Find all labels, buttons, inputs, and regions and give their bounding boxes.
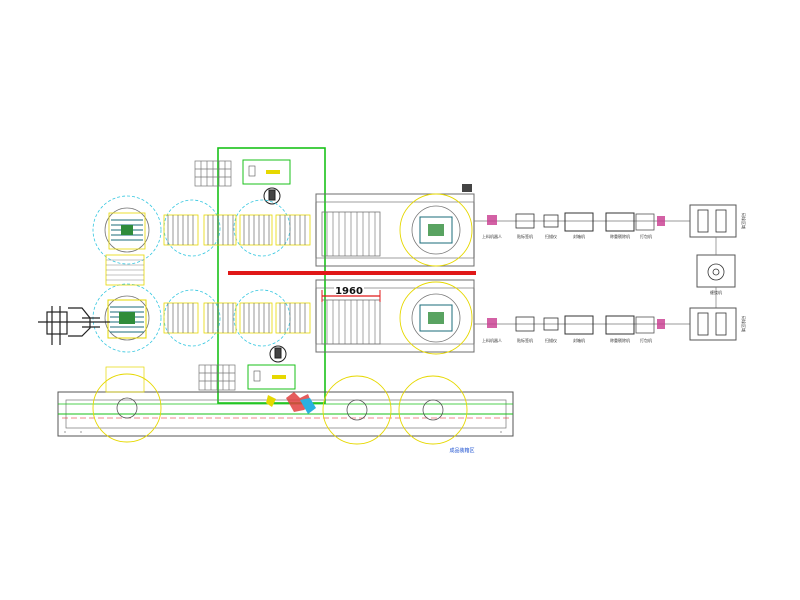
station-chain-lower: [474, 315, 690, 335]
station-label-3: 扫描仪: [545, 233, 557, 239]
station-label-4: 封箱机: [573, 233, 585, 239]
conveyor-frame-upper-right: [315, 184, 475, 267]
grid-block-top: [194, 160, 232, 187]
palletizing-station-bottom: [689, 307, 737, 341]
station-label-6b: 打包机: [640, 337, 652, 343]
station-label-1b: 上料机器人: [482, 337, 502, 343]
station-label-5b: 称重剔除机: [610, 337, 630, 343]
station-label-2b: 贴标签机: [517, 337, 533, 343]
station-label-1: 上料机器人: [482, 233, 502, 239]
station-label-6: 打包机: [640, 233, 652, 239]
station-label-3b: 扫描仪: [545, 337, 557, 343]
infeed-arm-left: [38, 306, 110, 345]
conveyor-row-middle: [163, 289, 311, 347]
conveyor-row-top: [163, 199, 311, 257]
right-label-bottom: 码垛区域: [741, 316, 747, 332]
dimension-line: 1960: [321, 283, 381, 302]
lower-left-caption: 成品装箱区: [449, 447, 474, 454]
turntable-top-left: [92, 195, 162, 265]
station-label-2: 贴标签机: [517, 233, 533, 239]
robot-icon-bottom: [269, 345, 287, 363]
red-separator-bar: [228, 271, 476, 275]
station-label-4b: 封箱机: [573, 337, 585, 343]
wrapping-machine-middle: [696, 237, 736, 308]
station-label-5: 称重剔除机: [610, 233, 630, 239]
conveyor-frame-lower-right: [315, 279, 475, 355]
connecting-conveyor-vertical: [105, 254, 145, 286]
right-label-top: 码垛区域: [741, 213, 747, 229]
grid-block-bottom: [198, 364, 236, 391]
right-label-middle: 缠绕机: [710, 289, 722, 295]
palletizing-station-top: [689, 204, 737, 238]
control-cabinet-bottom: [247, 364, 296, 390]
station-chain-upper: [474, 212, 690, 232]
station-labels-upper: 上料机器人 贴标签机 扫描仪 封箱机 称重剔除机 打包机: [482, 233, 652, 239]
robot-icon-top: [263, 187, 281, 205]
control-cabinet-top: [242, 159, 291, 185]
bottom-long-conveyor: [57, 366, 514, 445]
turntable-middle-left: [92, 283, 162, 353]
station-labels-lower: 上料机器人 贴标签机 扫描仪 封箱机 称重剔除机 打包机: [482, 337, 652, 343]
dimension-label: 1960: [335, 286, 363, 297]
